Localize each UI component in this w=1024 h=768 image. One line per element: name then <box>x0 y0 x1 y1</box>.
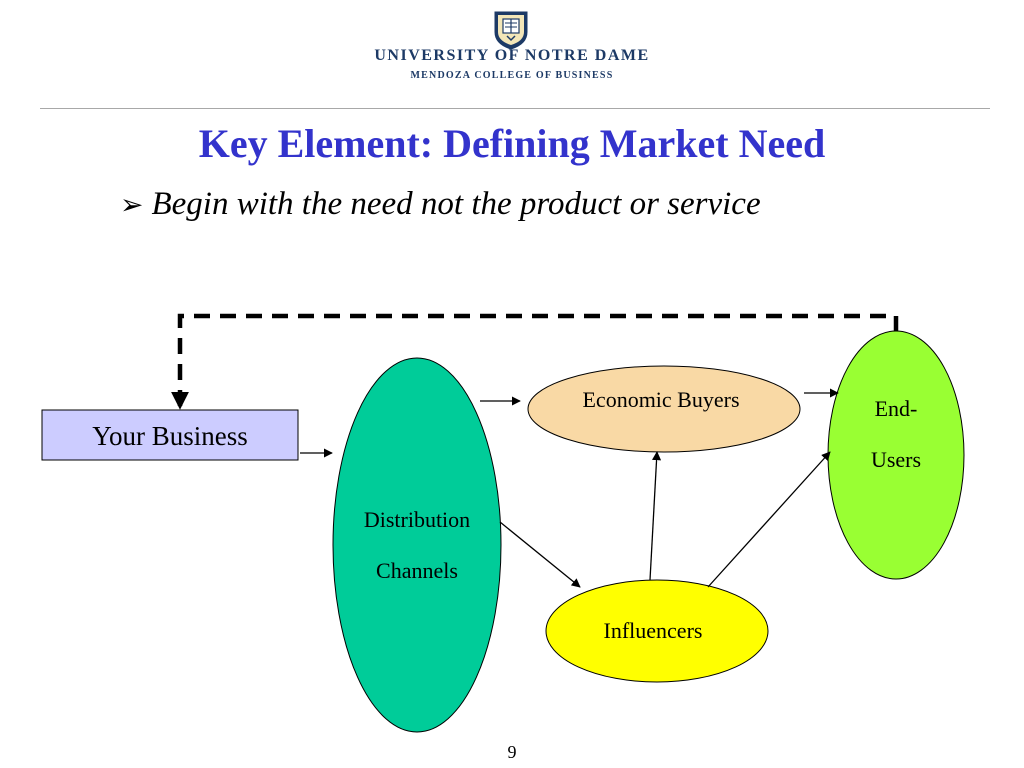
distribution-channels-ellipse <box>332 357 502 733</box>
economic-buyers-label: Economic Buyers <box>582 387 739 412</box>
arrow-influencers-to-end-users <box>707 451 831 588</box>
influencers-ellipse <box>545 579 769 683</box>
bullet-arrow-icon: ➢ <box>120 190 144 221</box>
your-business-label: Your Business <box>92 421 248 451</box>
header-divider <box>40 108 990 109</box>
influencers-label: Influencers <box>604 618 703 643</box>
distribution-label-line1: Distribution <box>364 507 470 532</box>
college-name: MENDOZA COLLEGE OF BUSINESS <box>410 70 614 81</box>
economic-buyers-ellipse <box>527 365 801 453</box>
slide-header: UNIVERSITY OF NOTRE DAME MENDOZA COLLEGE… <box>0 0 1024 112</box>
page-number: 9 <box>507 742 517 762</box>
feedback-dashed-arrow <box>171 313 899 410</box>
slide-title: Key Element: Defining Market Need <box>198 121 826 166</box>
end-users-label-line1: End- <box>875 396 918 421</box>
bullet-point: ➢Begin with the need not the product or … <box>120 186 920 223</box>
end-users-label-line2: Users <box>871 447 921 472</box>
bullet-text: Begin with the need not the product or s… <box>151 186 761 222</box>
university-name: UNIVERSITY OF NOTRE DAME <box>374 47 650 64</box>
arrow-distribution-to-influencers <box>499 521 581 588</box>
university-crest-icon <box>494 11 528 50</box>
distribution-label-line2: Channels <box>376 558 458 583</box>
arrow-influencers-to-economic-buyers <box>649 451 662 581</box>
your-business-box <box>41 409 299 461</box>
